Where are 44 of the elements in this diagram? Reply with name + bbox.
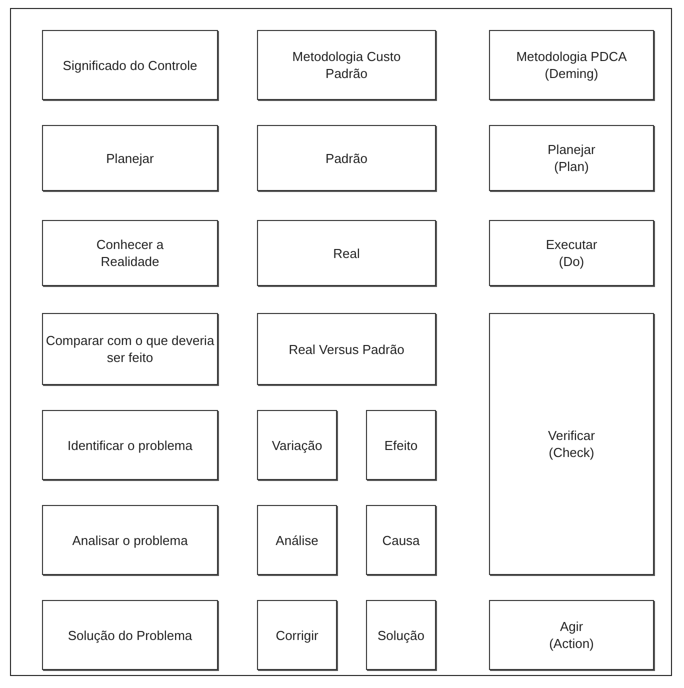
process-box: [257, 410, 337, 480]
box-label: Comparar com o que deveria ser feito: [45, 332, 215, 366]
box-label: Identificar o problema: [67, 436, 192, 454]
process-box: [489, 220, 654, 286]
process-box: [257, 600, 337, 670]
box-label: Conhecer a Realidade: [95, 236, 165, 270]
process-box: [366, 410, 436, 480]
box-label: Planejar (Plan): [546, 141, 596, 175]
process-box: [42, 600, 218, 670]
box-label: Agir (Action): [548, 618, 595, 652]
process-box: [42, 410, 218, 480]
box-label: Metodologia PDCA (Deming): [515, 48, 628, 82]
process-box: [489, 600, 654, 670]
process-box: [257, 125, 436, 191]
process-box: [366, 600, 436, 670]
process-box: [489, 125, 654, 191]
process-box: [42, 220, 218, 286]
box-label: Solução do Problema: [68, 626, 192, 644]
process-box: [257, 505, 337, 575]
box-label: Verificar (Check): [547, 427, 596, 461]
process-box: [489, 30, 654, 100]
process-box: [257, 30, 436, 100]
process-box: [366, 505, 436, 575]
box-label: Analisar o problema: [72, 532, 188, 548]
box-label: Planejar: [106, 150, 154, 166]
box-label: Variação: [272, 436, 322, 454]
box-label: Padrão: [326, 150, 368, 166]
box-label: Causa: [382, 532, 420, 548]
process-box: [257, 313, 436, 385]
box-label: Análise: [276, 532, 318, 548]
process-box: [257, 220, 436, 286]
box-label: Corrigir: [276, 626, 318, 644]
process-box: [42, 125, 218, 191]
process-box: [42, 30, 218, 100]
box-label: Real: [333, 244, 360, 262]
box-label: Significado do Controle: [62, 56, 198, 74]
process-box: [42, 505, 218, 575]
box-label: Real Versus Padrão: [288, 340, 404, 358]
process-box: [42, 313, 218, 385]
box-label: Executar (Do): [544, 236, 598, 270]
box-label: Efeito: [384, 436, 418, 454]
box-label: Metodologia Custo Padrão: [291, 48, 402, 82]
box-label: Solução: [378, 626, 424, 644]
process-box: [489, 313, 654, 575]
